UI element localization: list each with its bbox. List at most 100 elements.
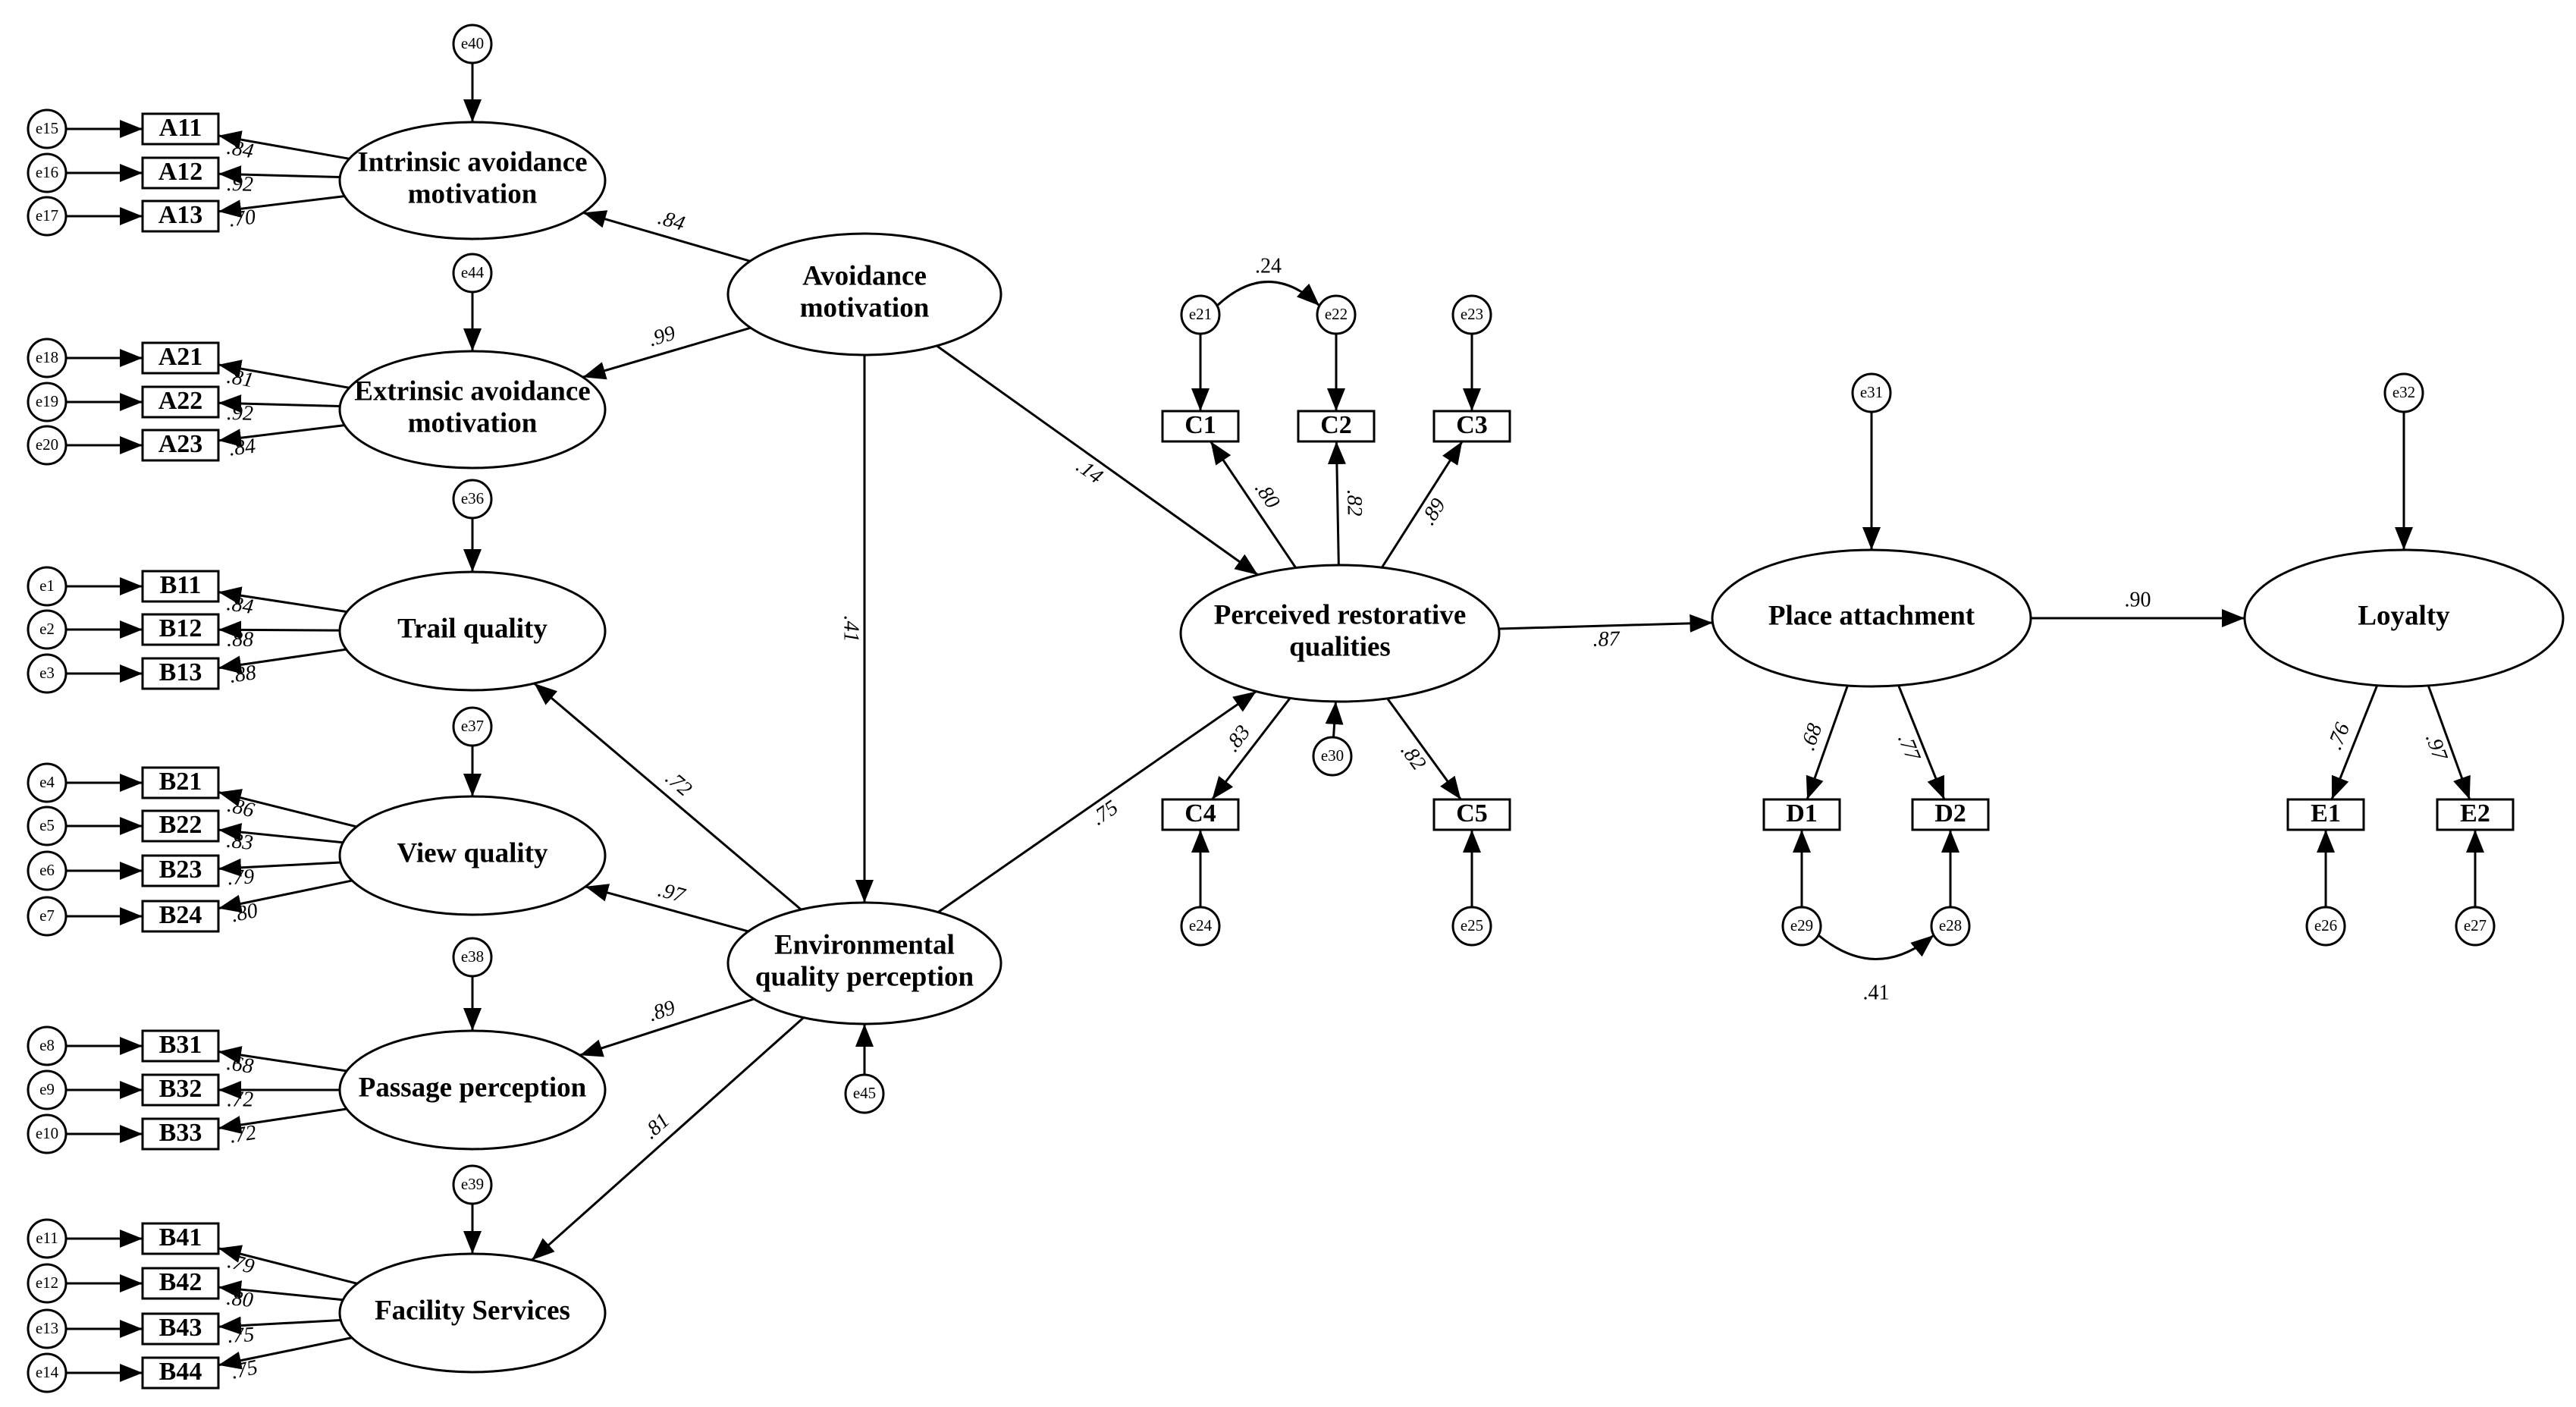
- latent-label: motivation: [800, 292, 930, 323]
- loading-coefficient: .72: [228, 1121, 258, 1148]
- error-label: e16: [36, 163, 58, 181]
- loading-coefficient: .82: [1342, 489, 1366, 517]
- loading-loy-to-e2: [2427, 685, 2471, 800]
- error-link-e30-to-prq: [1325, 701, 1344, 738]
- loading-loy-to-e1: [2330, 685, 2379, 800]
- error-circle: [27, 1263, 67, 1304]
- latent-pa: Place attachment: [1711, 548, 2032, 688]
- error-e3: e3: [27, 653, 67, 694]
- indicator-label: B32: [159, 1075, 202, 1103]
- error-label: e40: [461, 34, 484, 52]
- loading-tq-to-b13: [218, 648, 347, 674]
- loading-coefficient: .70: [227, 206, 256, 232]
- loading-coefficient: .84: [225, 592, 255, 619]
- error-circle: [27, 762, 67, 803]
- error-circle: [27, 152, 67, 193]
- latent-label: View quality: [397, 837, 548, 868]
- loading-fs-to-b43: [218, 1316, 341, 1335]
- indicator-b44: B44: [141, 1356, 220, 1390]
- path-coefficient: .75: [1087, 796, 1122, 830]
- indicator-label: C4: [1184, 799, 1216, 828]
- indicator-label: B33: [159, 1119, 202, 1147]
- error-circle: [452, 937, 493, 978]
- loading-coefficient: .81: [225, 365, 256, 393]
- error-label: e31: [1860, 383, 1883, 401]
- indicator-b21: B21: [141, 766, 220, 799]
- loading-coefficient: .80: [225, 1286, 254, 1312]
- indicator-c5: C5: [1432, 798, 1511, 831]
- error-label: e4: [39, 773, 55, 791]
- loading-pp-to-b33: [218, 1107, 347, 1134]
- error-e8: e8: [27, 1025, 67, 1066]
- error-circle: [844, 1073, 885, 1114]
- error-label: e32: [2392, 383, 2415, 401]
- indicator-box: [141, 156, 220, 190]
- error-label: e23: [1461, 305, 1483, 323]
- error-label: e45: [853, 1084, 876, 1102]
- error-e32: e32: [2383, 372, 2424, 413]
- indicator-box: [141, 657, 220, 690]
- error-circle: [1930, 906, 1971, 947]
- paths-layer: [66, 63, 2484, 1382]
- indicator-b32: B32: [141, 1073, 220, 1107]
- error-circle: [1316, 294, 1357, 335]
- indicator-b22: B22: [141, 809, 220, 843]
- latent-fs: Facility Services: [338, 1252, 607, 1374]
- loading-coefficient: .72: [227, 1088, 253, 1111]
- error-circle: [27, 1308, 67, 1349]
- latent-ellipse: [1179, 564, 1501, 703]
- indicator-label: D2: [1934, 799, 1966, 828]
- latent-ellipse: [338, 350, 607, 470]
- indicator-box: [141, 1312, 220, 1346]
- loading-coefficient: .75: [227, 1323, 255, 1348]
- indicator-label: D1: [1786, 799, 1818, 828]
- error-e38: e38: [452, 937, 493, 978]
- latent-loy: Loyalty: [2243, 548, 2565, 688]
- indicator-a23: A23: [141, 429, 220, 462]
- indicator-label: B21: [159, 768, 202, 796]
- error-e1: e1: [27, 566, 67, 607]
- path-coefficient: .90: [2125, 588, 2151, 611]
- error-circle: [452, 24, 493, 64]
- path-coefficient: .89: [645, 996, 678, 1026]
- error-circle: [1180, 906, 1221, 947]
- error-circle: [27, 653, 67, 694]
- indicator-box: [141, 112, 220, 146]
- error-circle: [27, 382, 67, 422]
- error-circle: [27, 1352, 67, 1393]
- covariance-e29-e28: [1795, 913, 1934, 960]
- error-label: e3: [39, 664, 55, 682]
- loading-coefficient: .83: [225, 829, 254, 855]
- indicator-b24: B24: [141, 900, 220, 933]
- path-coefficient: .84: [655, 206, 687, 236]
- latent-label: Extrinsic avoidance: [354, 375, 590, 407]
- latent-ellipse: [338, 795, 607, 916]
- loading-coefficient: .68: [1796, 721, 1827, 753]
- indicator-b42: B42: [141, 1267, 220, 1300]
- error-circle: [1451, 906, 1492, 947]
- error-e15: e15: [27, 108, 67, 149]
- error-label: e44: [461, 263, 485, 281]
- indicator-box: [141, 1029, 220, 1063]
- indicator-label: B13: [159, 658, 202, 686]
- loading-coefficient: .88: [227, 628, 253, 652]
- error-label: e39: [461, 1175, 484, 1193]
- error-label: e37: [461, 717, 484, 735]
- indicator-box: [141, 1356, 220, 1390]
- error-circle: [27, 806, 67, 846]
- indicator-label: C5: [1456, 799, 1488, 828]
- loading-coefficient: .77: [1893, 731, 1925, 765]
- error-circle: [2383, 372, 2424, 413]
- latent-label: Place attachment: [1768, 600, 1975, 631]
- error-label: e38: [461, 947, 484, 966]
- latent-label: motivation: [408, 178, 538, 209]
- error-circle: [27, 609, 67, 650]
- error-label: e14: [36, 1363, 59, 1381]
- error-label: e8: [39, 1036, 55, 1054]
- indicator-d1: D1: [1762, 798, 1841, 831]
- error-label: e18: [36, 348, 58, 366]
- indicator-a11: A11: [141, 112, 220, 146]
- error-circle: [27, 850, 67, 891]
- latent-tq: Trail quality: [338, 570, 607, 692]
